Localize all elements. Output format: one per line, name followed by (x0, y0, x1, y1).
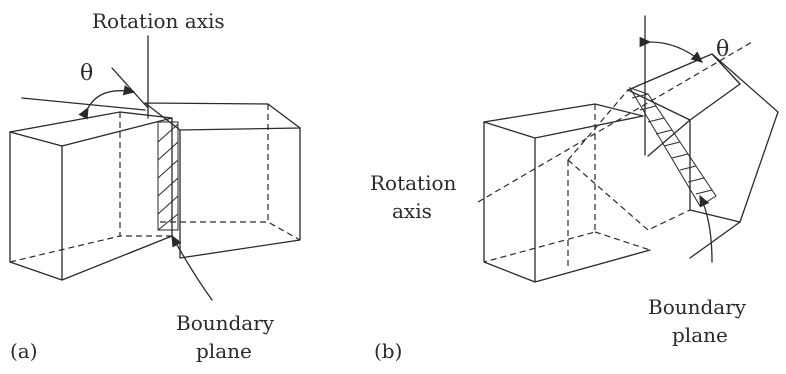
boundary-plane-b (628, 87, 717, 207)
left-crystal-a (9, 111, 173, 281)
theta-label-b: θ (716, 37, 729, 62)
angle-tilted-line-a (111, 67, 149, 109)
right-crystal-a (144, 102, 301, 259)
panel-label-b: (b) (374, 339, 402, 363)
boundary-label-a-line2: plane (196, 339, 252, 363)
rotation-axis-label-b-line1: Rotation (370, 171, 457, 195)
angle-arc-a (78, 85, 136, 120)
angle-arc-b (639, 36, 703, 63)
panel-label-a: (a) (10, 339, 38, 363)
panel-b: θ Rotation axis Boundary plane (b) (370, 15, 779, 363)
boundary-leader-arrow-b (699, 194, 713, 263)
panel-a: Rotation axis θ Boundary plane (a) (9, 9, 301, 363)
angle-reference-line-a (21, 97, 146, 111)
boundary-label-b-line1: Boundary (648, 295, 747, 319)
boundary-leader-arrow-a (171, 234, 213, 301)
boundary-plane-a (157, 121, 179, 231)
boundary-label-a-line1: Boundary (176, 311, 275, 335)
rotation-axis-line-b (477, 41, 753, 203)
rotation-axis-label-a: Rotation axis (92, 9, 225, 33)
left-crystal-b (483, 103, 651, 283)
rotation-axis-label-b-line2: axis (392, 199, 432, 223)
theta-label-a: θ (80, 61, 93, 86)
boundary-label-b-line2: plane (672, 323, 728, 347)
right-crystal-b (567, 53, 779, 259)
